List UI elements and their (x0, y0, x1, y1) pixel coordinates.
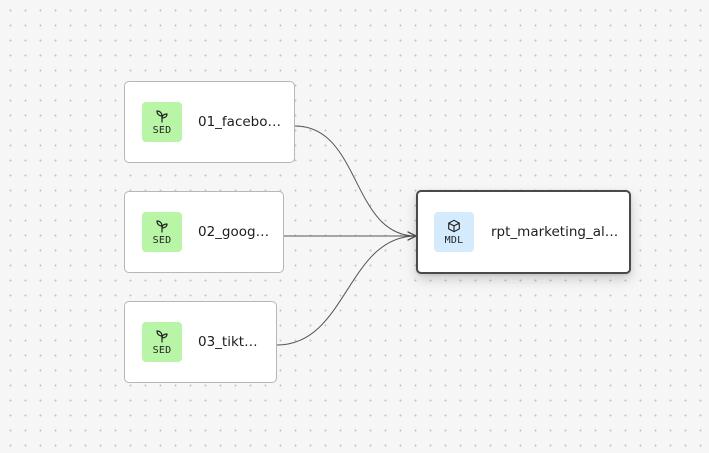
seed-node-tiktok[interactable]: SED 03_tikt… (124, 301, 277, 383)
node-name: rpt_marketing_al… (491, 224, 619, 240)
edge-facebook-to-rpt (294, 125, 417, 241)
seed-badge-label: SED (152, 124, 172, 136)
seed-badge-label: SED (152, 234, 172, 246)
seed-badge-label: SED (152, 344, 172, 356)
cube-icon (448, 219, 460, 232)
seedling-icon (156, 219, 168, 233)
seedling-icon (156, 109, 168, 123)
seed-badge: SED (142, 212, 182, 252)
node-name: 02_goog… (198, 224, 270, 240)
seed-node-facebook[interactable]: SED 01_facebo… (124, 81, 295, 163)
model-badge-label: MDL (444, 234, 464, 246)
edge-tiktok-to-rpt (276, 231, 417, 346)
model-badge: MDL (434, 212, 474, 252)
seed-node-google[interactable]: SED 02_goog… (124, 191, 284, 273)
seedling-icon (156, 329, 168, 343)
seed-badge: SED (142, 102, 182, 142)
node-name: 01_facebo… (198, 114, 282, 130)
node-name: 03_tikt… (198, 334, 258, 350)
seed-badge: SED (142, 322, 182, 362)
model-node-rpt-marketing[interactable]: MDL rpt_marketing_al… (416, 190, 631, 274)
